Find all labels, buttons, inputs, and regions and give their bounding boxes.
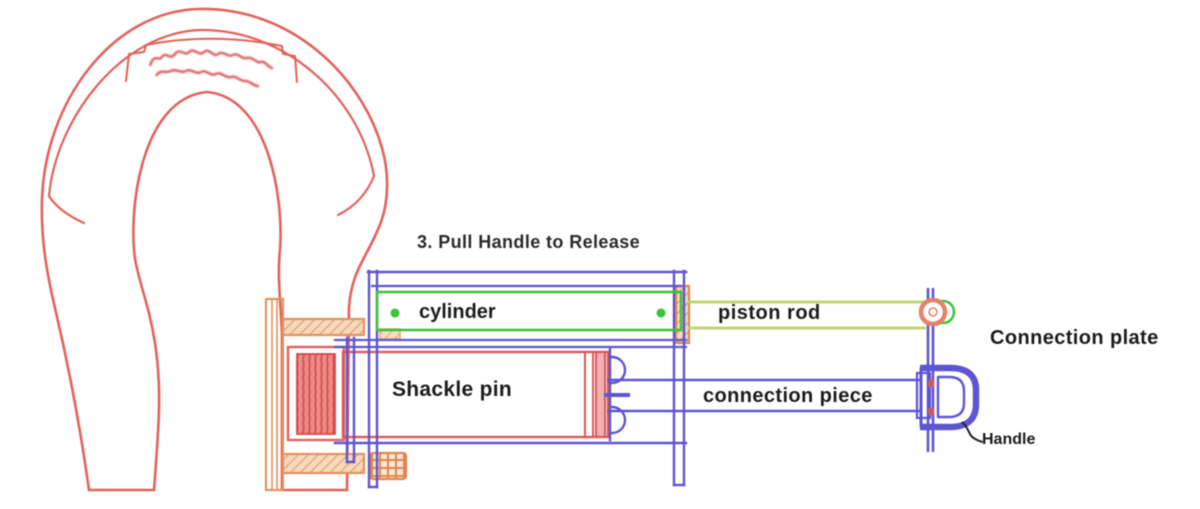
label-cylinder: cylinder [419,301,496,323]
shackle-shoulder-left [47,194,86,225]
label-connection-plate: Connection plate [990,327,1159,349]
handle-inner [936,375,966,419]
shackle-top-boss [125,37,298,83]
cylinder-outline [375,290,683,332]
pin-end-fillet-top [610,355,627,385]
shackle-pin-head [286,345,346,442]
cylinder-tube [375,290,683,332]
bracket-nut [368,451,408,481]
handle-loop [919,364,980,431]
rod-end-center-hole [928,307,938,317]
bracket-plate [264,297,285,492]
bracket-bolt-bottom [281,452,366,475]
plate-weld-mark [928,408,934,415]
shackle-body-outline [40,7,389,492]
piston-rod-lines [688,300,926,330]
shackle-shoulder-right [336,174,376,217]
cylinder-port-right [656,308,666,318]
label-connection-piece: connection piece [703,385,873,407]
cylinder-right-cap [674,284,691,345]
plate-weld-mark [928,380,934,387]
step-annotation: 3. Pull Handle to Release [417,232,641,252]
pin-end-fillet-bottom [610,405,627,435]
handle-outer [920,364,980,431]
piston-rod-end [918,297,956,327]
connection-piece-lines [607,371,932,420]
pin-end-ring [584,351,594,438]
handle-leader-line [961,421,984,443]
shackle-inner-opening [132,90,284,492]
pin-end-cap [595,351,606,438]
shackle-bow-face-line [47,28,376,198]
brand-marking-illegible [148,49,274,88]
mounting-bracket [264,284,691,492]
pin-head-hatched [296,353,336,435]
label-shackle-pin: Shackle pin [392,378,513,401]
cylinder-port-left [390,308,400,318]
bracket-bolt-top [281,317,366,337]
connection-piece-end-box [915,371,932,420]
housing-frame [333,269,688,489]
shackle-outer-contour [40,7,389,492]
label-handle: Handle [982,431,1036,448]
label-piston-rod: piston rod [718,302,821,324]
